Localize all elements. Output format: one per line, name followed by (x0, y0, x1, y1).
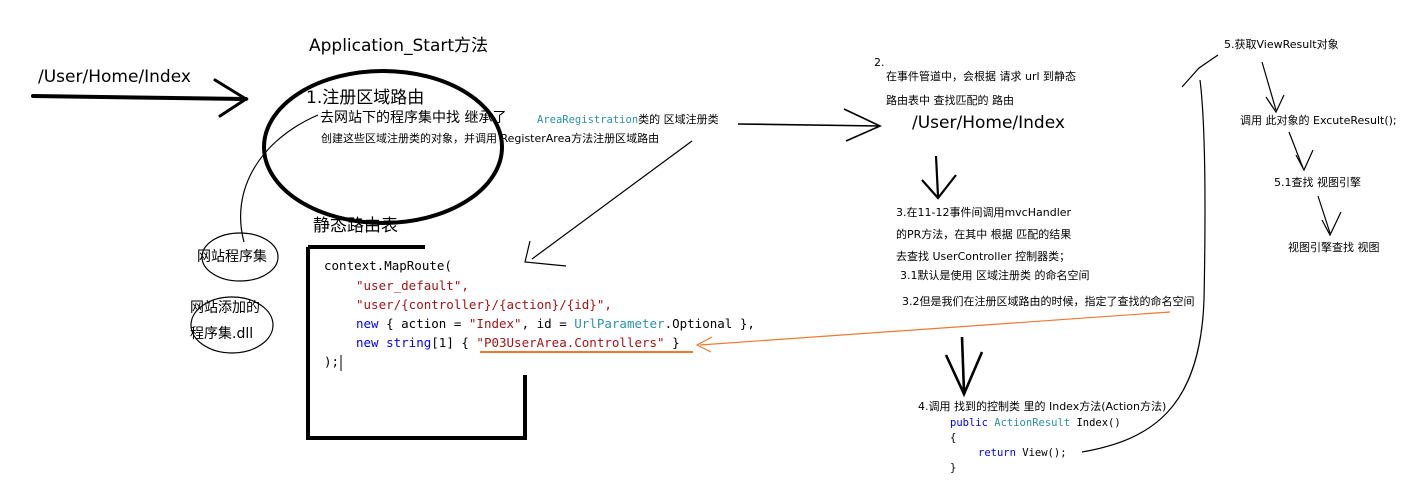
action-result-type: ActionResult (994, 417, 1071, 429)
step5-1: 5.1查找 视图引擎 (1274, 176, 1361, 189)
step1-text-b: 类的 区域注册类 (638, 113, 719, 126)
assembly-connector (240, 114, 319, 243)
step2-url: /User/Home/Index (912, 113, 1065, 133)
step1-text-type-wrap: AreaRegistration类的 区域注册类 (537, 114, 719, 126)
request-url-label: /User/Home/Index (38, 67, 191, 87)
step2-to-step3-arrow (921, 155, 957, 200)
step1-text-a: 去网站下的程序集中找 继承了 (320, 110, 507, 126)
code-line-5-b: } (664, 335, 680, 350)
step1-title: 1.注册区域路由 (306, 88, 425, 108)
code-line-4-index: "Index" (468, 316, 522, 331)
step3-1: 3.1默认是使用 区域注册类 的命名空间 (900, 269, 1090, 282)
app-start-title: Application_Start方法 (309, 36, 489, 56)
code-line-6: ); (324, 354, 340, 369)
namespace-highlight-arrow (695, 311, 1171, 353)
step1-ellipse (262, 69, 504, 225)
code-line-1: context.MapRoute( (324, 258, 452, 273)
action-code-line-3: return View(); (978, 448, 1067, 459)
view-engine-find: 视图引擎查找 视图 (1288, 241, 1380, 254)
step2-number: 2. (874, 56, 885, 69)
step2-line2: 路由表中 查找匹配的 路由 (886, 94, 1014, 107)
step3-line1: 3.在11-12事件间调用mvcHandler (896, 206, 1072, 219)
step5-chain-arrows (1261, 61, 1342, 237)
namespace-string: "P03UserArea.Controllers" (476, 335, 665, 350)
code-line-4: new { action = "Index", id = UrlParamete… (356, 316, 755, 331)
code-line-4-type: UrlParameter (574, 316, 665, 331)
code-line-4-a: { action = (378, 316, 469, 331)
step5-line1: 调用 此对象的 ExcuteResult(); (1240, 114, 1397, 127)
code-line-3: "user/{controller}/{action}/{id}", (356, 297, 612, 312)
register-to-table-arrow (524, 140, 693, 267)
step4-text: 4.调用 找到的控制类 里的 Index方法(Action方法) (918, 400, 1167, 413)
added-assembly-line1: 网站添加的 (190, 300, 260, 316)
static-route-table-label: 静态路由表 (313, 216, 398, 236)
request-arrow (31, 78, 249, 118)
step3-line2: 的PR方法，在其中 根据 匹配的结果 (896, 228, 1072, 241)
action-code-line-4: } (950, 462, 957, 474)
step2-line1: 在事件管道中，会根据 请求 url 到静态 (886, 70, 1077, 83)
kw-string: string (386, 335, 432, 350)
step5-title: 5.获取ViewResult对象 (1224, 38, 1339, 51)
to-step2-arrow (737, 108, 882, 142)
action-code-line-1: public ActionResult Index() (950, 418, 1121, 429)
assembly-ellipse (201, 232, 279, 282)
code-line-4-b: , id = (521, 316, 575, 331)
step1-text-line1: 去网站下的程序集中找 继承了 (320, 111, 506, 125)
kw-new-1: new (356, 316, 379, 331)
step1-text-line2: 创建这些区域注册类的对象，并调用 RegisterArea方法注册区域路由 (321, 132, 660, 145)
code-line-5-a: [1] { (431, 335, 477, 350)
added-assembly-line2: 程序集.dll (190, 326, 254, 342)
step3-line3: 去查找 UserController 控制器类； (896, 250, 1071, 263)
action-code-line-2: { (950, 432, 957, 444)
area-registration-type: AreaRegistration (537, 114, 639, 126)
route-table-box (306, 247, 527, 440)
view-to-step5-arrow (1081, 54, 1219, 453)
action-method-name: Index() (1070, 417, 1121, 429)
dll-ellipse (190, 296, 274, 354)
kw-new-2: new (356, 335, 379, 350)
kw-return: return (978, 447, 1016, 459)
kw-public: public (950, 417, 988, 429)
step3-2: 3.2但是我们在注册区域路由的时候，指定了查找的命名空间 (902, 295, 1195, 308)
step3-to-step4-arrow (944, 336, 984, 398)
assembly-label: 网站程序集 (197, 249, 267, 265)
code-line-4-c: .Optional }, (664, 316, 755, 331)
code-line-5: new string[1] { "P03UserArea.Controllers… (356, 335, 680, 350)
code-line-2: "user_default", (356, 278, 469, 293)
return-view: View(); (1015, 447, 1067, 459)
